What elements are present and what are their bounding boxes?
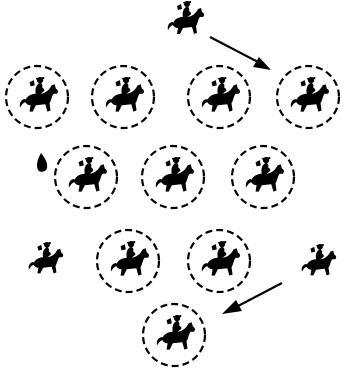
horse-rider-icon (291, 77, 329, 112)
arrowhead (253, 57, 271, 70)
horse-rider-icon (202, 77, 240, 112)
horse-rider-icon (202, 241, 240, 276)
horse-rider-icon (157, 315, 195, 350)
horse-rider-icon (246, 157, 284, 192)
horse-rider-icon (168, 1, 204, 34)
horse-rider-icon (106, 77, 144, 112)
arrowhead (222, 300, 242, 314)
horse-rider-icon (111, 241, 149, 276)
horse-rider-icon (302, 244, 337, 275)
horse-rider-icon (156, 157, 194, 192)
drop-mark (37, 153, 47, 172)
arrow-line (238, 283, 282, 306)
horse-rider-icon (69, 157, 107, 192)
horse-rider-icon (29, 242, 64, 273)
horse-rider-icon (20, 77, 58, 112)
arrow-line (210, 37, 258, 62)
